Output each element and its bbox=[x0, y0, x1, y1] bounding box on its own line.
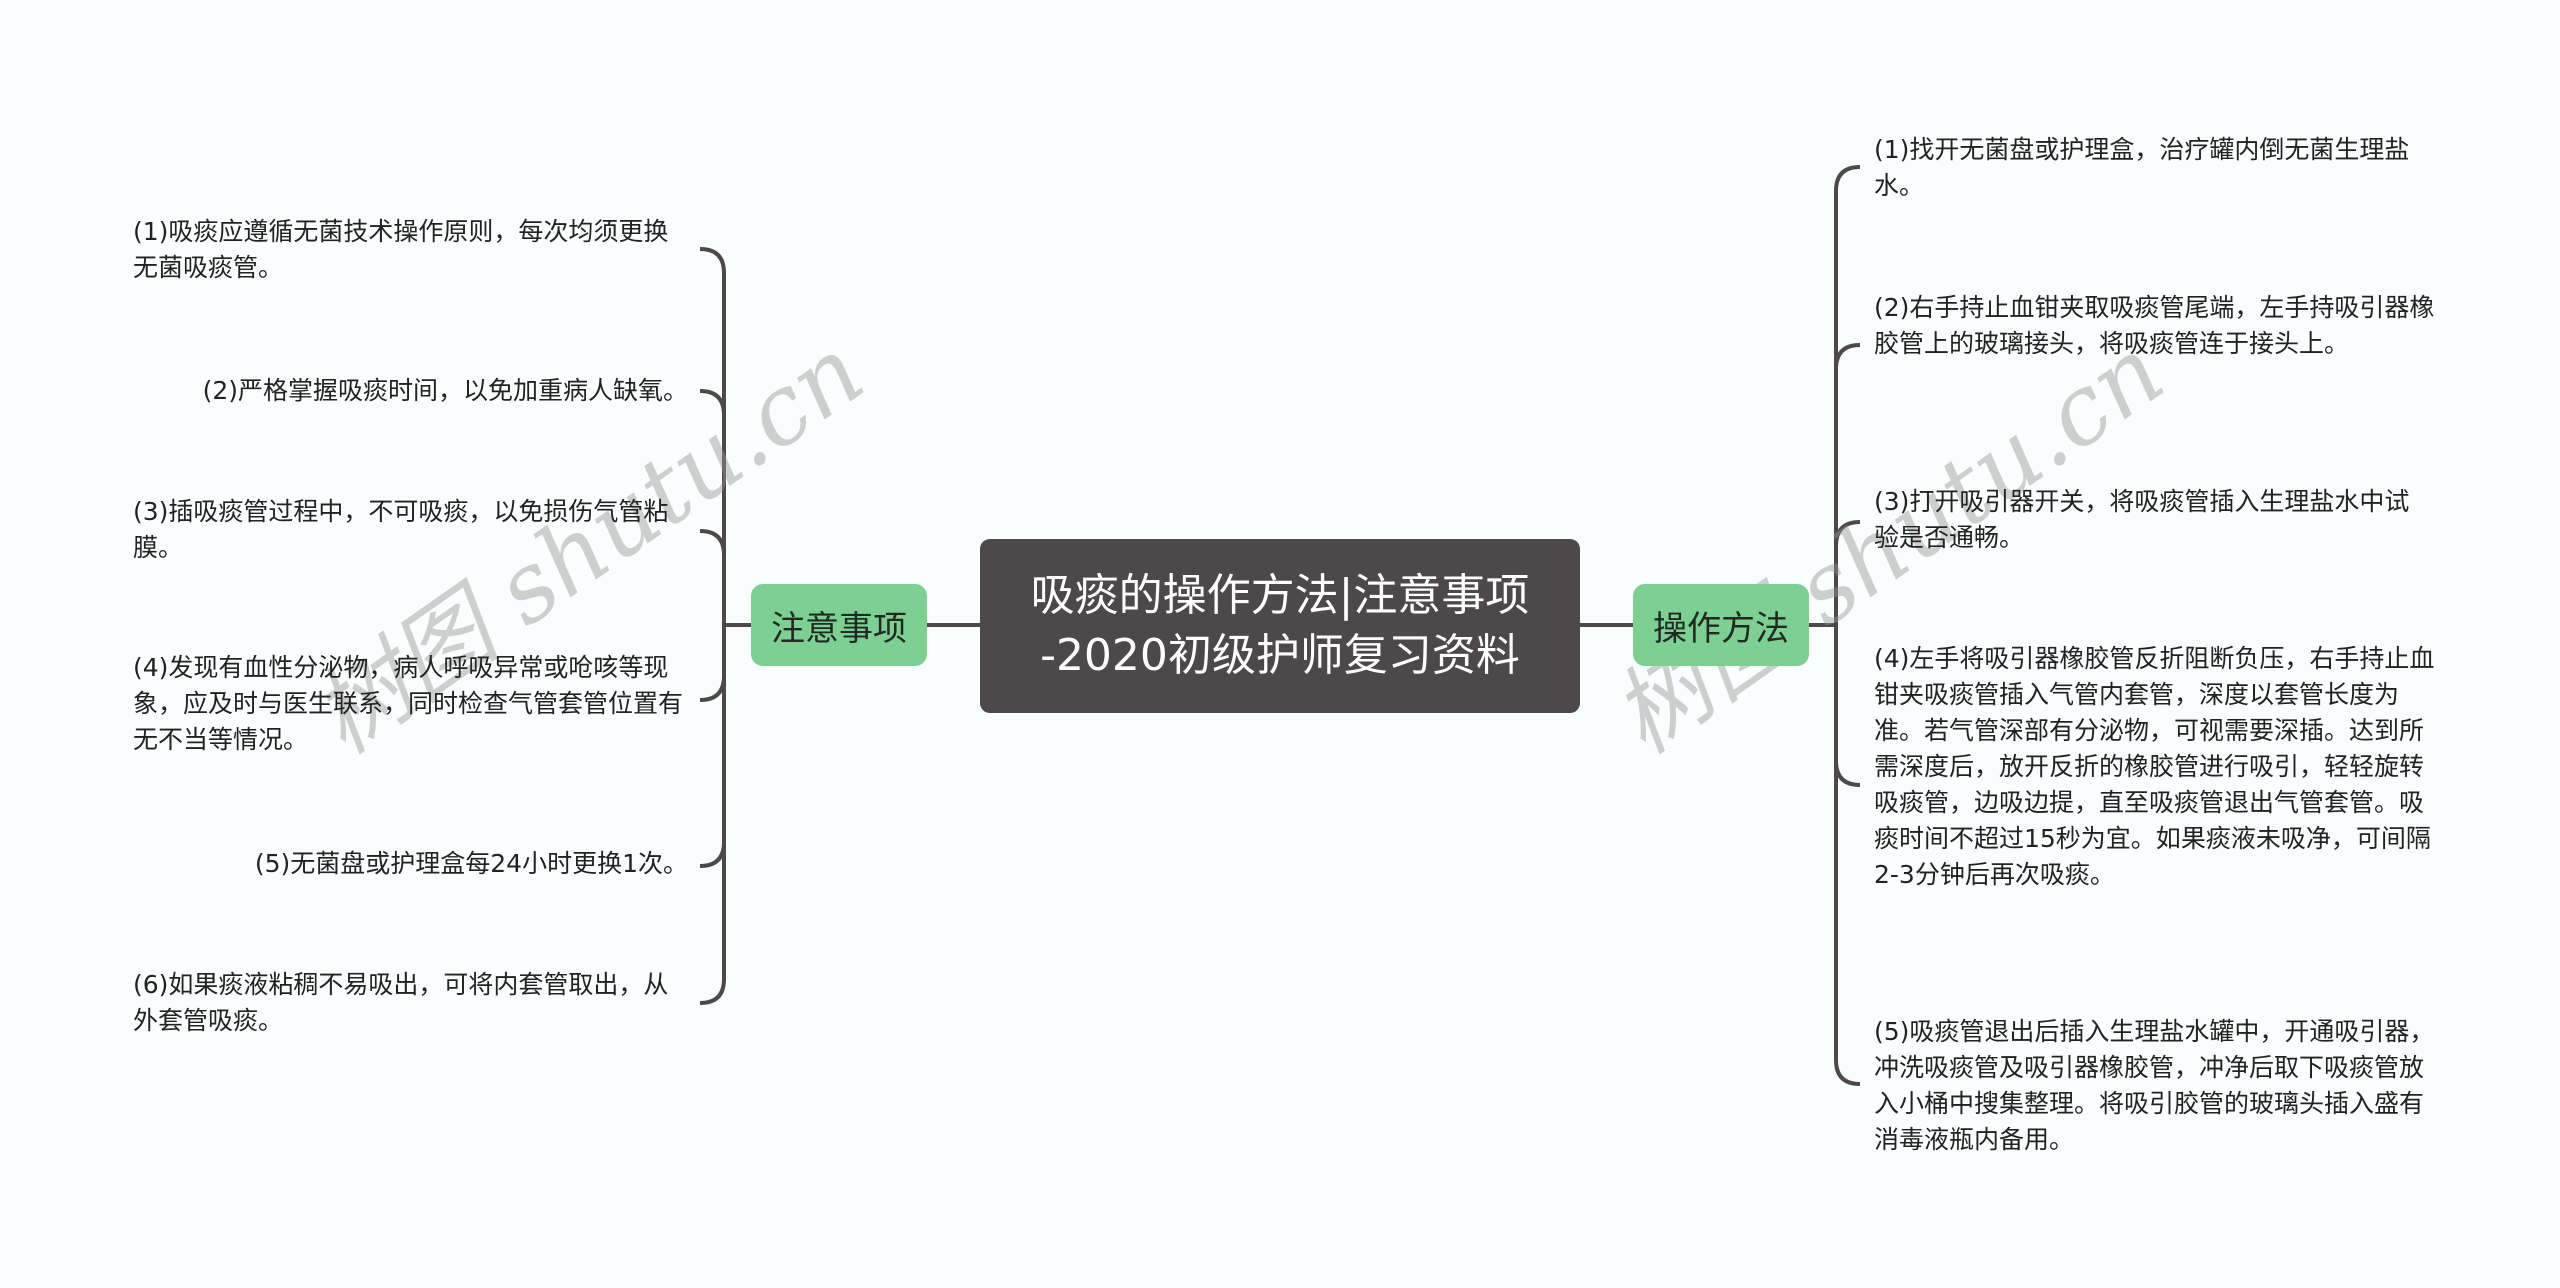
leaf-text: (4)发现有血性分泌物，病人呼吸异常或呛咳等现象，应及时与医生联系，同时检查气管… bbox=[133, 653, 684, 754]
branch-label: 操作方法 bbox=[1653, 608, 1789, 649]
leaf-text: (1)找开无菌盘或护理盒，治疗罐内倒无菌生理盐水。 bbox=[1874, 135, 2410, 200]
leaf-text: (6)如果痰液粘稠不易吸出，可将内套管取出，从外套管吸痰。 bbox=[133, 970, 669, 1035]
leaf-text: (3)打开吸引器开关，将吸痰管插入生理盐水中试验是否通畅。 bbox=[1874, 487, 2410, 552]
leaf-text: (5)吸痰管退出后插入生理盐水罐中，开通吸引器，冲洗吸痰管及吸引器橡胶管，冲净后… bbox=[1874, 1017, 2435, 1154]
leaf-procedure-5[interactable]: (5)吸痰管退出后插入生理盐水罐中，开通吸引器，冲洗吸痰管及吸引器橡胶管，冲净后… bbox=[1874, 1014, 2436, 1158]
leaf-text: (2)严格掌握吸痰时间，以免加重病人缺氧。 bbox=[202, 376, 688, 405]
leaf-procedure-2[interactable]: (2)右手持止血钳夹取吸痰管尾端，左手持吸引器橡胶管上的玻璃接头，将吸痰管连于接… bbox=[1874, 290, 2436, 362]
leaf-procedure-3[interactable]: (3)打开吸引器开关，将吸痰管插入生理盐水中试验是否通畅。 bbox=[1874, 484, 2429, 556]
leaf-text: (3)插吸痰管过程中，不可吸痰，以免损伤气管粘膜。 bbox=[133, 497, 669, 562]
leaf-procedure-1[interactable]: (1)找开无菌盘或护理盒，治疗罐内倒无菌生理盐水。 bbox=[1874, 132, 2429, 204]
leaf-text: (4)左手将吸引器橡胶管反折阻断负压，右手持止血钳夹吸痰管插入气管内套管，深度以… bbox=[1874, 644, 2435, 889]
central-topic-node[interactable]: 吸痰的操作方法|注意事项 -2020初级护师复习资料 bbox=[980, 539, 1580, 713]
leaf-precaution-2[interactable]: (2)严格掌握吸痰时间，以免加重病人缺氧。 bbox=[133, 373, 688, 409]
branch-node-procedure[interactable]: 操作方法 bbox=[1633, 584, 1809, 666]
leaf-text: (2)右手持止血钳夹取吸痰管尾端，左手持吸引器橡胶管上的玻璃接头，将吸痰管连于接… bbox=[1874, 293, 2435, 358]
leaf-precaution-4[interactable]: (4)发现有血性分泌物，病人呼吸异常或呛咳等现象，应及时与医生联系，同时检查气管… bbox=[133, 650, 695, 758]
leaf-text: (5)无菌盘或护理盒每24小时更换1次。 bbox=[254, 849, 688, 878]
leaf-procedure-4[interactable]: (4)左手将吸引器橡胶管反折阻断负压，右手持止血钳夹吸痰管插入气管内套管，深度以… bbox=[1874, 641, 2436, 893]
central-topic-title-line1: 吸痰的操作方法|注意事项 bbox=[1030, 570, 1530, 621]
central-topic-title-line2: -2020初级护师复习资料 bbox=[1040, 630, 1520, 681]
leaf-precaution-3[interactable]: (3)插吸痰管过程中，不可吸痰，以免损伤气管粘膜。 bbox=[133, 494, 688, 566]
leaf-precaution-5[interactable]: (5)无菌盘或护理盒每24小时更换1次。 bbox=[133, 846, 688, 882]
leaf-precaution-1[interactable]: (1)吸痰应遵循无菌技术操作原则，每次均须更换无菌吸痰管。 bbox=[133, 214, 688, 286]
branch-node-precautions[interactable]: 注意事项 bbox=[751, 584, 927, 666]
branch-label: 注意事项 bbox=[771, 608, 907, 649]
leaf-text: (1)吸痰应遵循无菌技术操作原则，每次均须更换无菌吸痰管。 bbox=[133, 217, 669, 282]
leaf-precaution-6[interactable]: (6)如果痰液粘稠不易吸出，可将内套管取出，从外套管吸痰。 bbox=[133, 967, 688, 1039]
